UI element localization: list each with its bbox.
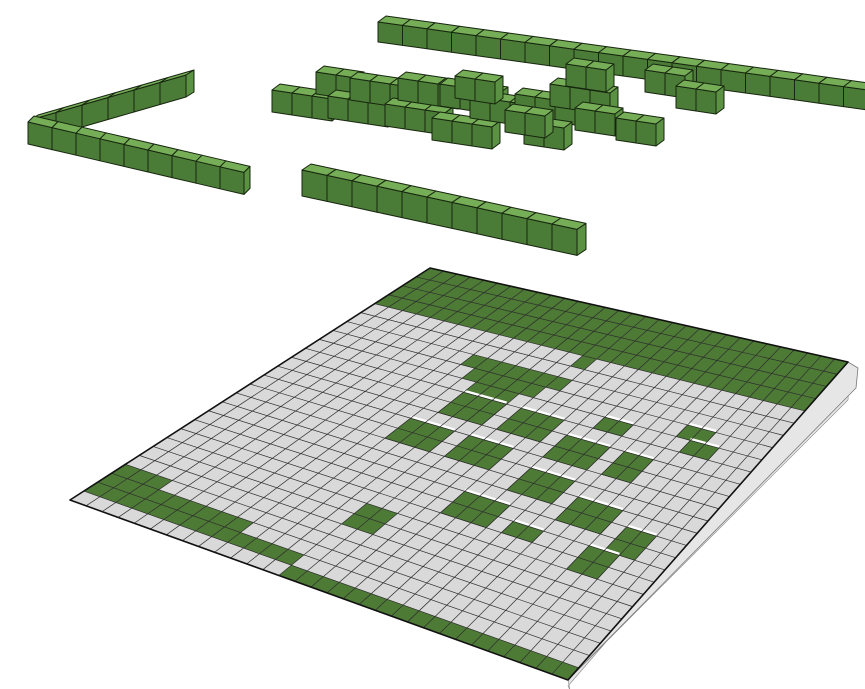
cube-front-face — [525, 42, 550, 65]
cluster-bar — [616, 112, 664, 146]
cube-front-face — [501, 39, 526, 62]
cube-front-face — [427, 29, 452, 52]
cube-front-face — [292, 93, 312, 118]
cube-front-face — [595, 111, 615, 136]
cube-front-face — [476, 36, 501, 59]
cube-front-face — [328, 96, 348, 121]
cube-front-face — [350, 78, 370, 103]
cluster-bar — [676, 80, 724, 114]
cube-front-face — [819, 83, 844, 106]
cube-front-face — [566, 64, 586, 89]
cube-front-face — [844, 87, 865, 110]
cube-front-face — [455, 76, 475, 101]
cluster-bar — [566, 58, 614, 92]
bar-middle — [302, 164, 586, 255]
cube-front-face — [676, 86, 696, 111]
cube-front-face — [623, 56, 648, 79]
cube-front-face — [636, 121, 656, 146]
cube-front-face — [586, 67, 606, 92]
cube-front-face — [385, 104, 405, 129]
cluster-bar — [505, 104, 553, 138]
cube-front-face — [475, 79, 495, 104]
cube-front-face — [721, 70, 746, 93]
cube-front-face — [452, 32, 477, 55]
floating-blocks — [28, 16, 865, 255]
cube-front-face — [418, 81, 438, 106]
cube-front-face — [645, 70, 665, 95]
cube-end-face — [186, 70, 194, 97]
cube-front-face — [770, 76, 795, 99]
bar-l-long-arm — [28, 116, 250, 194]
cube-front-face — [432, 118, 452, 143]
cube-front-face — [795, 80, 820, 103]
cube-front-face — [378, 22, 403, 45]
cube-front-face — [505, 110, 525, 135]
base-plate — [70, 268, 858, 689]
cube-front-face — [405, 107, 425, 132]
cube-front-face — [398, 78, 418, 103]
cube-front-face — [272, 90, 292, 115]
cube-front-face — [746, 73, 771, 96]
cube-front-face — [452, 121, 472, 146]
cluster-bar — [455, 70, 503, 104]
cube-front-face — [696, 89, 716, 114]
cube-front-face — [550, 84, 570, 109]
cube-front-face — [472, 124, 492, 149]
cube-front-face — [616, 118, 636, 143]
cube-front-face — [403, 25, 428, 48]
cube-end-face — [577, 223, 586, 255]
cube-front-face — [575, 108, 595, 133]
cube-front-face — [525, 113, 545, 138]
